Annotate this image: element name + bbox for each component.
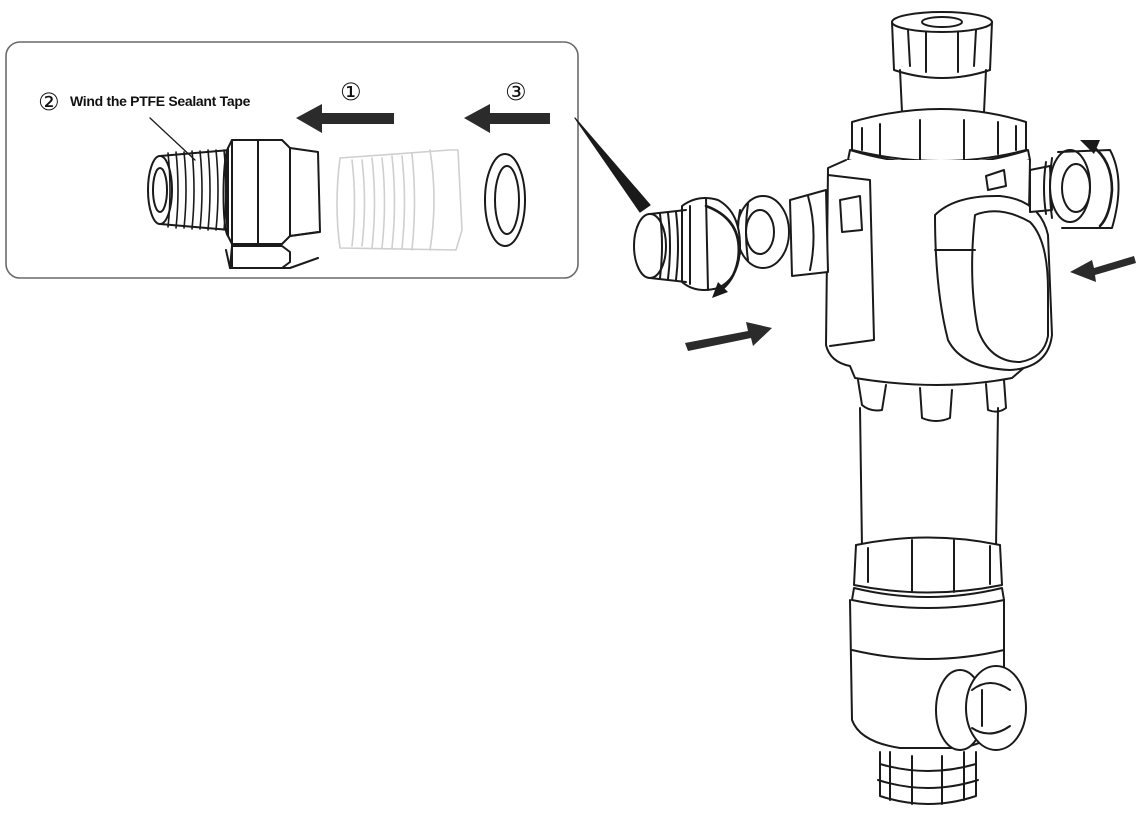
head-body [825,159,1053,422]
ghost-nut [336,149,463,251]
inset-pointer [574,117,651,213]
step-1-number: ① [340,78,362,106]
step-3-number: ③ [505,78,527,106]
outlet-connection [1029,140,1120,229]
inlet-connection [633,189,829,298]
outlet-flow-arrow [1070,256,1136,282]
detail-inset: ② Wind the PTFE Sealant Tape ① ③ [5,41,579,279]
drain-valve [935,665,1027,751]
step-2-number: ② [38,88,60,116]
inlet-flow-arrow [685,322,772,351]
step-3-arrow [464,104,550,133]
filter-column [849,407,1005,749]
bottom-fitting [877,751,979,805]
gasket-washer [484,153,526,247]
water-filter-unit [633,11,1120,805]
threaded-adapter [147,139,321,269]
step-1-arrow [296,104,394,133]
top-cap [891,11,993,119]
step-2-caption: Wind the PTFE Sealant Tape [70,93,251,109]
